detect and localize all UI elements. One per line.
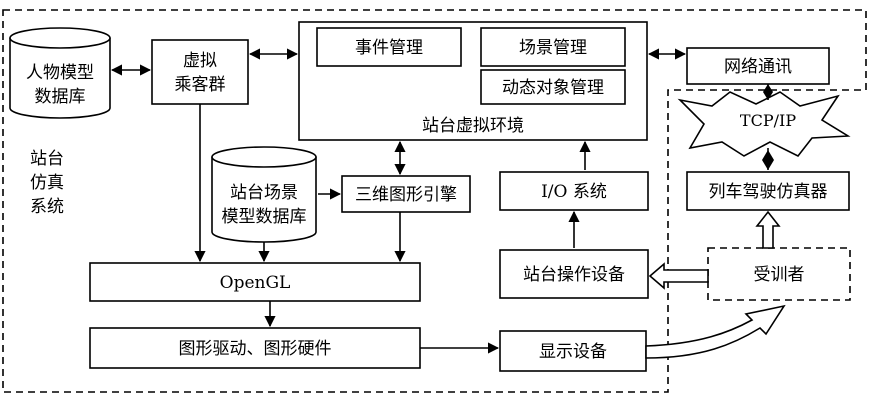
system-label: 站台 仿真 系统 bbox=[30, 149, 64, 217]
tcpip-label: TCP/IP bbox=[740, 111, 796, 130]
trainee-label: 受训者 bbox=[754, 265, 805, 285]
network-communication-box: 网络通讯 bbox=[686, 47, 830, 85]
station-system-boundary bbox=[2, 9, 867, 393]
human-db-line-2: 数据库 bbox=[35, 87, 86, 107]
scene-model-database: 站台场景 模型数据库 bbox=[211, 146, 317, 243]
graphics-driver-hardware-box: 图形驱动、图形硬件 bbox=[89, 327, 421, 369]
station-env-label: 站台虚拟环境 bbox=[422, 116, 524, 136]
opengl-label: OpenGL bbox=[220, 273, 291, 293]
scene-db-line-1: 站台场景 bbox=[230, 183, 298, 203]
system-label-line-3: 系统 bbox=[30, 197, 64, 217]
network-label: 网络通讯 bbox=[724, 57, 792, 77]
hollow-arrow-trainee-simulator bbox=[755, 210, 781, 249]
human-db-line-1: 人物模型 bbox=[26, 63, 94, 83]
scene-db-line-2: 模型数据库 bbox=[222, 207, 307, 227]
human-model-database: 人物模型 数据库 bbox=[9, 27, 111, 119]
hollow-arrow-trainee-ops bbox=[648, 262, 709, 290]
train-sim-label: 列车驾驶仿真器 bbox=[709, 182, 828, 202]
dynamic-obj-label: 动态对象管理 bbox=[502, 78, 604, 98]
station-operating-equipment-box: 站台操作设备 bbox=[499, 249, 649, 299]
virtual-passengers-box: 虚拟 乘客群 bbox=[151, 39, 249, 105]
event-management-box: 事件管理 bbox=[316, 27, 462, 67]
engine-3d-label: 三维图形引擎 bbox=[355, 185, 457, 205]
scene-mgmt-label: 场景管理 bbox=[519, 38, 587, 58]
system-label-line-2: 仿真 bbox=[30, 173, 64, 193]
passengers-line-1: 虚拟 bbox=[183, 51, 217, 71]
tcpip-burst: TCP/IP bbox=[677, 91, 851, 158]
passengers-line-2: 乘客群 bbox=[175, 75, 226, 95]
system-label-line-1: 站台 bbox=[30, 149, 64, 169]
graphics-driver-label: 图形驱动、图形硬件 bbox=[179, 339, 332, 359]
display-device-box: 显示设备 bbox=[499, 330, 647, 372]
dynamic-object-management-box: 动态对象管理 bbox=[480, 69, 626, 105]
graphics-engine-3d-box: 三维图形引擎 bbox=[341, 175, 471, 213]
station-ops-label: 站台操作设备 bbox=[523, 265, 625, 285]
scene-management-box: 场景管理 bbox=[480, 27, 626, 67]
io-system-label: I/O 系统 bbox=[541, 182, 607, 202]
event-mgmt-label: 事件管理 bbox=[355, 38, 423, 58]
diamond-tcpip-simulator bbox=[762, 150, 774, 170]
io-system-box: I/O 系统 bbox=[499, 171, 649, 211]
diamond-network-tcpip bbox=[763, 84, 773, 100]
opengl-box: OpenGL bbox=[89, 262, 421, 302]
train-driving-simulator-box: 列车驾驶仿真器 bbox=[686, 171, 850, 211]
display-label: 显示设备 bbox=[539, 342, 607, 362]
curved-arrow-display-trainee bbox=[645, 304, 786, 359]
